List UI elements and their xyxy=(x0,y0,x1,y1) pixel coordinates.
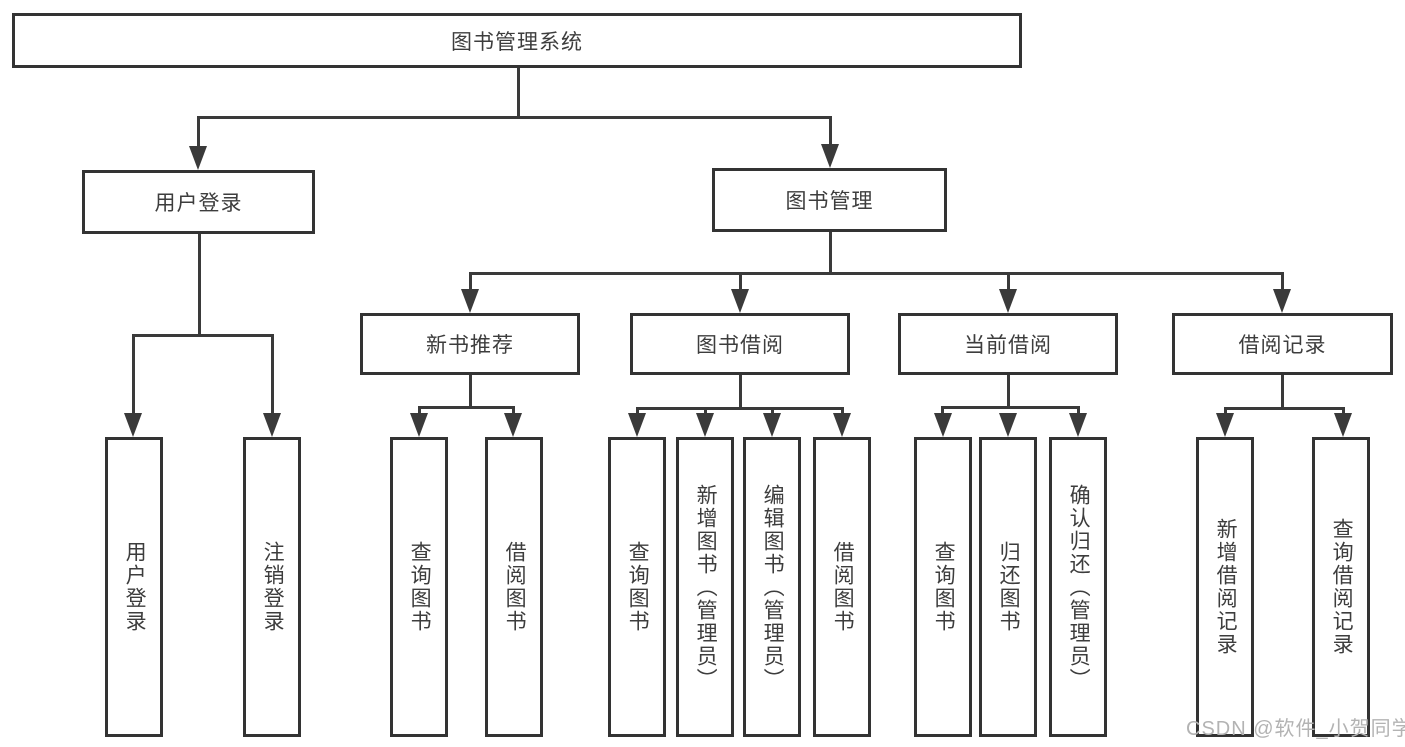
node-current-borrowing-label: 当前借阅 xyxy=(964,334,1052,357)
arrowhead-icon xyxy=(1069,413,1087,437)
leaf-add-borrow-record-label: 新增借阅记录 xyxy=(1214,518,1238,656)
node-user-login-label: 用户登录 xyxy=(154,192,243,215)
leaf-query-books-recommend-label: 查询图书 xyxy=(408,541,432,633)
connector-line xyxy=(739,375,742,410)
watermark: CSDN @软件_小贺同学 xyxy=(1186,718,1405,740)
arrowhead-icon xyxy=(833,413,851,437)
connector-line xyxy=(469,272,1284,275)
connector-line xyxy=(1007,273,1010,290)
node-root-label: 图书管理系统 xyxy=(451,30,583,54)
connector-line xyxy=(636,407,844,410)
arrowhead-icon xyxy=(1216,413,1234,437)
leaf-add-borrow-record: 新增借阅记录 xyxy=(1196,437,1254,737)
leaf-query-books-borrow: 查询图书 xyxy=(608,437,666,737)
leaf-add-book-admin-label: 新增图书（管理员） xyxy=(694,483,718,691)
leaf-return-book: 归还图书 xyxy=(979,437,1037,737)
connector-line xyxy=(1281,375,1284,410)
connector-line xyxy=(132,335,135,414)
connector-line xyxy=(132,334,274,337)
connector-line xyxy=(418,406,515,409)
node-root: 图书管理系统 xyxy=(12,13,1022,68)
arrowhead-icon xyxy=(410,413,428,437)
leaf-user-login-label: 用户登录 xyxy=(123,541,147,633)
leaf-logout-label: 注销登录 xyxy=(261,541,285,633)
arrowhead-icon xyxy=(628,413,646,437)
arrowhead-icon xyxy=(263,413,281,437)
connector-line xyxy=(941,407,944,415)
leaf-borrow-books-recommend-label: 借阅图书 xyxy=(503,541,527,633)
connector-line xyxy=(704,408,707,415)
arrowhead-icon xyxy=(1334,413,1352,437)
connector-line xyxy=(1224,408,1227,415)
arrowhead-icon xyxy=(731,289,749,313)
leaf-borrow-books: 借阅图书 xyxy=(813,437,871,737)
node-new-book-recommend-label: 新书推荐 xyxy=(426,334,514,357)
connector-line xyxy=(271,335,274,414)
leaf-borrow-books-recommend: 借阅图书 xyxy=(485,437,543,737)
arrowhead-icon xyxy=(189,146,207,170)
leaf-add-book-admin: 新增图书（管理员） xyxy=(676,437,734,737)
connector-line xyxy=(469,273,472,290)
connector-line xyxy=(517,68,520,119)
connector-line xyxy=(841,408,844,415)
leaf-query-books-current-label: 查询图书 xyxy=(932,541,956,633)
leaf-query-borrow-record-label: 查询借阅记录 xyxy=(1330,518,1354,656)
connector-line xyxy=(198,234,201,337)
arrowhead-icon xyxy=(696,413,714,437)
arrowhead-icon xyxy=(124,413,142,437)
arrowhead-icon xyxy=(999,413,1017,437)
leaf-confirm-return-admin-label: 确认归还（管理员） xyxy=(1067,483,1091,691)
connector-line xyxy=(418,407,421,415)
leaf-edit-book-admin-label: 编辑图书（管理员） xyxy=(761,483,785,691)
leaf-logout: 注销登录 xyxy=(243,437,301,737)
connector-line xyxy=(829,117,832,145)
arrowhead-icon xyxy=(1273,289,1291,313)
leaf-confirm-return-admin: 确认归还（管理员） xyxy=(1049,437,1107,737)
node-book-management-label: 图书管理 xyxy=(785,190,874,213)
node-borrow-records-label: 借阅记录 xyxy=(1238,334,1327,357)
arrowhead-icon xyxy=(821,144,839,168)
node-user-login: 用户登录 xyxy=(82,170,315,234)
leaf-borrow-books-label: 借阅图书 xyxy=(831,541,855,633)
connector-line xyxy=(197,117,200,147)
arrowhead-icon xyxy=(934,413,952,437)
connector-line xyxy=(636,408,639,415)
arrowhead-icon xyxy=(504,413,522,437)
connector-line xyxy=(771,408,774,415)
leaf-edit-book-admin: 编辑图书（管理员） xyxy=(743,437,801,737)
node-book-borrowing: 图书借阅 xyxy=(630,313,850,375)
connector-line xyxy=(197,116,832,119)
connector-line xyxy=(1077,407,1080,415)
leaf-query-books-borrow-label: 查询图书 xyxy=(626,541,650,633)
node-book-management: 图书管理 xyxy=(712,168,947,232)
leaf-user-login: 用户登录 xyxy=(105,437,163,737)
connector-line xyxy=(469,375,472,409)
leaf-query-borrow-record: 查询借阅记录 xyxy=(1312,437,1370,737)
connector-line xyxy=(1281,273,1284,290)
connector-line xyxy=(1342,408,1345,415)
connector-line xyxy=(512,407,515,415)
arrowhead-icon xyxy=(999,289,1017,313)
node-current-borrowing: 当前借阅 xyxy=(898,313,1118,375)
node-new-book-recommend: 新书推荐 xyxy=(360,313,580,375)
leaf-return-book-label: 归还图书 xyxy=(997,541,1021,633)
connector-line xyxy=(829,232,832,275)
connector-line xyxy=(1007,375,1010,409)
connector-line xyxy=(1224,407,1345,410)
arrowhead-icon xyxy=(763,413,781,437)
node-borrow-records: 借阅记录 xyxy=(1172,313,1393,375)
connector-line xyxy=(941,406,1080,409)
leaf-query-books-recommend: 查询图书 xyxy=(390,437,448,737)
leaf-query-books-current: 查询图书 xyxy=(914,437,972,737)
node-book-borrowing-label: 图书借阅 xyxy=(696,334,784,357)
arrowhead-icon xyxy=(461,289,479,313)
connector-line xyxy=(739,273,742,290)
